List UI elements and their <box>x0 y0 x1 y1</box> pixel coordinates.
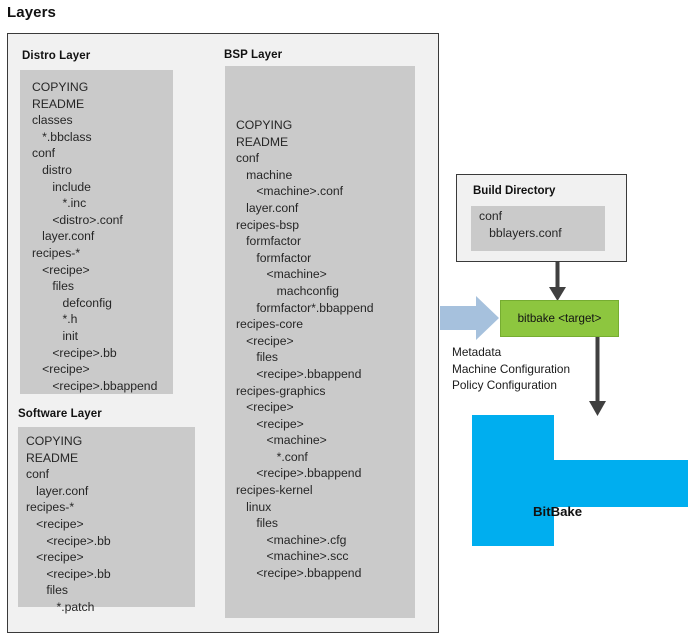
tree-line: Machine Configuration <box>452 361 571 376</box>
tree-line: Metadata <box>452 345 502 359</box>
tree-line: distro <box>32 162 72 177</box>
tree-line: recipes-core <box>236 317 304 332</box>
bitbake-output-shape <box>472 415 688 546</box>
tree-line: COPYING <box>26 434 83 448</box>
tree-line: COPYING <box>32 80 89 94</box>
tree-line: <recipe>.bbappend <box>32 378 158 393</box>
software-layer-label: Software Layer <box>18 408 102 420</box>
bsp-layer-label: BSP Layer <box>224 49 283 61</box>
tree-line: layer.conf <box>236 200 299 215</box>
distro-layer-tree: COPYING README classes *.bbclass conf distr… <box>32 79 157 394</box>
tree-line: <machine>.scc <box>236 549 349 564</box>
tree-line: COPYING <box>236 118 293 132</box>
tree-line: <recipe>.bbappend <box>236 466 362 481</box>
tree-line: machconfig <box>236 283 339 298</box>
tree-line: <distro>.conf <box>32 212 123 227</box>
distro-layer-box <box>20 70 173 394</box>
build-directory-box <box>471 206 605 251</box>
tree-line: files <box>26 583 68 598</box>
tree-line: linux <box>236 499 272 514</box>
bsp-layer-tree: COPYING README conf machine <machine>.conf… <box>236 117 374 582</box>
tree-line: README <box>236 134 289 149</box>
tree-line: <recipe> <box>236 416 304 431</box>
tree-line: <recipe> <box>236 333 294 348</box>
tree-line: README <box>32 96 85 111</box>
tree-line: layer.conf <box>32 229 95 244</box>
tree-line: conf <box>26 467 50 482</box>
page-title: Layers <box>7 4 56 21</box>
tree-line: README <box>26 450 79 465</box>
tree-line: <recipe>.bb <box>26 566 111 581</box>
tree-line: <recipe> <box>26 516 84 531</box>
tree-line: classes <box>32 113 73 128</box>
tree-line: layer.conf <box>26 483 89 498</box>
tree-line: formfactor <box>236 250 312 265</box>
tree-line: recipes-kernel <box>236 483 313 498</box>
tree-line: formfactor <box>236 234 302 249</box>
tree-line: <machine>.cfg <box>236 532 347 547</box>
tree-line: *.h <box>32 312 78 327</box>
bitbake-output-label: BitBake <box>533 504 583 519</box>
tree-line: <recipe>.bb <box>26 533 111 548</box>
bitbake-command-label: bitbake <target> <box>517 312 602 325</box>
tree-line: <recipe>.bbappend <box>236 566 362 581</box>
software-layer-box <box>18 427 195 607</box>
tree-line: bblayers.conf <box>479 226 562 240</box>
build-directory-title: Build Directory <box>473 185 556 197</box>
tree-line: defconfig <box>32 295 112 310</box>
tree-line: <machine>.conf <box>236 184 344 199</box>
bitbake-command-box[interactable]: bitbake <target> <box>500 300 619 337</box>
tree-line: recipes-* <box>32 245 81 260</box>
tree-line: *.bbclass <box>32 129 92 144</box>
tree-line: recipes-graphics <box>236 383 326 398</box>
tree-line: machine <box>236 167 293 182</box>
tree-line: <recipe> <box>26 550 84 565</box>
tree-line: formfactor*.bbappend <box>236 300 374 315</box>
tree-line: <recipe> <box>32 262 90 277</box>
tree-line: <recipe>.bbappend <box>236 366 362 381</box>
tree-line: <recipe> <box>236 400 294 415</box>
tree-line: files <box>236 350 278 365</box>
tree-line: *.patch <box>26 599 95 614</box>
tree-line: *.inc <box>32 196 87 211</box>
tree-line: *.conf <box>236 449 308 464</box>
tree-line: Policy Configuration <box>452 378 557 393</box>
tree-line: <recipe> <box>32 362 90 377</box>
tree-line: recipes-bsp <box>236 217 299 232</box>
tree-line: <machine> <box>236 267 327 282</box>
tree-line: conf <box>32 146 56 161</box>
tree-line: recipes-* <box>26 500 75 515</box>
tree-line: init <box>32 328 79 343</box>
distro-layer-label: Distro Layer <box>22 50 91 62</box>
bsp-layer-box <box>225 66 415 618</box>
tree-line: files <box>236 516 278 531</box>
tree-line: <recipe>.bb <box>32 345 117 360</box>
tree-line: include <box>32 179 91 194</box>
tree-line: <machine> <box>236 433 327 448</box>
tree-line: files <box>32 279 74 294</box>
build-directory-panel: Build Directory conf bblayers.conf <box>456 174 627 262</box>
software-layer-tree: COPYING README conf layer.conf recipes-* <r… <box>26 433 111 616</box>
build-directory-tree: conf bblayers.conf <box>479 208 562 242</box>
tree-line: conf <box>479 209 503 223</box>
tree-line: conf <box>236 151 260 166</box>
